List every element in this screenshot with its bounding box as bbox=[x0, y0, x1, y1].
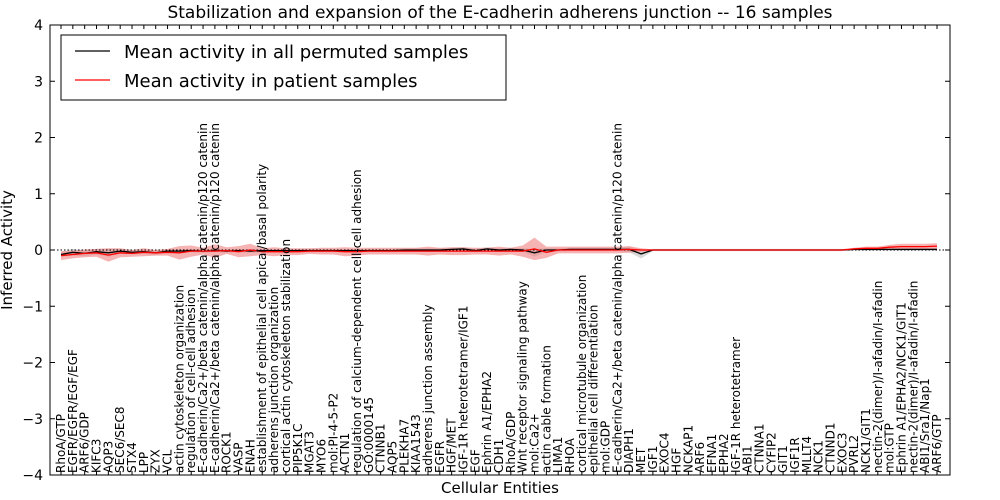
x-tick-label: RhoA/GTP bbox=[54, 414, 68, 473]
x-tick-label: IGF1 bbox=[646, 446, 660, 473]
legend: Mean activity in all permuted samples Me… bbox=[60, 34, 507, 101]
x-tick-label: NCKAP1 bbox=[681, 425, 695, 473]
x-tick-label: RhoA/GDP bbox=[504, 412, 518, 473]
x-tick-label: EGFR/EGFR/EGF/EGF bbox=[66, 349, 80, 473]
y-tick-label: −3 bbox=[22, 412, 43, 428]
x-tick-label: nectin-2(dimer)/I-afadin/I-afadin bbox=[871, 281, 885, 473]
x-tick-label: LIMA1 bbox=[551, 437, 565, 473]
x-tick-label: EPHA2 bbox=[717, 433, 731, 473]
x-tick-label: adherens junction assembly bbox=[421, 304, 435, 473]
y-axis-ticks: −4 −3 −2 −1 0 1 2 3 4 bbox=[22, 18, 950, 484]
legend-entry-permuted: Mean activity in all permuted samples bbox=[124, 42, 468, 63]
x-tick-label: regulation of cell-cell adhesion bbox=[184, 289, 198, 473]
x-tick-label: establishment of epithelial cell apical/… bbox=[255, 164, 269, 473]
x-tick-label: GIT1 bbox=[776, 445, 790, 473]
x-tick-label: MET bbox=[634, 447, 648, 473]
y-axis-label: Inferred Activity bbox=[0, 190, 16, 310]
x-tick-label: ROCK1 bbox=[220, 431, 234, 473]
x-tick-label: EGF bbox=[468, 449, 482, 473]
x-tick-label: E-cadherin/Ca2+/beta catenin/alpha caten… bbox=[208, 123, 222, 473]
series-lines bbox=[50, 245, 950, 257]
x-tick-label: mol:Ca2+ bbox=[528, 413, 542, 473]
x-tick-label: PIP5K1C bbox=[291, 423, 305, 473]
chart-title: Stabilization and expansion of the E-cad… bbox=[167, 3, 832, 23]
x-tick-label: CTNNA1 bbox=[752, 423, 766, 473]
x-tick-labels: RhoA/GTPEGFR/EGFR/EGF/EGFARF6/GDPKIFC3AQ… bbox=[54, 25, 944, 475]
x-tick-label: EFNA1 bbox=[705, 434, 719, 473]
x-tick-label: adherens junction organization bbox=[267, 287, 281, 473]
x-tick-label: Ephrin A1/EPHA2 bbox=[480, 371, 494, 473]
x-tick-label: EXOC4 bbox=[658, 433, 672, 474]
x-tick-label: KIFC3 bbox=[90, 439, 104, 473]
x-tick-label: GO:0000145 bbox=[362, 397, 376, 473]
x-tick-label: ABI1/Sra1/Nap1 bbox=[918, 378, 932, 473]
x-tick-label: ARF6/GTP bbox=[930, 414, 944, 473]
x-tick-label: cortical actin cytoskeleton stabilizatio… bbox=[279, 239, 293, 473]
x-tick-label: IGF-1R heterotetramer/IGF1 bbox=[457, 306, 471, 473]
x-tick-label: cortical microtubule organization bbox=[575, 275, 589, 473]
legend-box bbox=[60, 34, 507, 101]
x-tick-label: actin cytoskeleton organization bbox=[172, 285, 186, 473]
y-tick-label: −4 bbox=[22, 468, 43, 484]
x-tick-label: IGF1R bbox=[788, 437, 802, 473]
x-tick-label: PLEKHA7 bbox=[397, 419, 411, 473]
x-tick-label: ENAH bbox=[243, 439, 257, 473]
x-tick-label: Wnt receptor signaling pathway bbox=[516, 281, 530, 473]
x-tick-label: CTNNB1 bbox=[374, 423, 388, 473]
y-tick-label: −1 bbox=[22, 299, 43, 315]
x-tick-label: SEC6/SEC8 bbox=[113, 407, 127, 473]
x-tick-label: ARF6/GDP bbox=[78, 412, 92, 473]
x-tick-label: mol:PI-4-5-P2 bbox=[326, 393, 340, 473]
x-tick-label: NCK1 bbox=[812, 440, 826, 473]
x-tick-label: CTNND1 bbox=[824, 422, 838, 473]
x-tick-label: AQP5 bbox=[386, 441, 400, 473]
x-tick-label: E-cadherin/Ca2+/beta catenin/alpha caten… bbox=[610, 123, 624, 473]
x-tick-label: MGAT3 bbox=[303, 431, 317, 473]
y-tick-label: 2 bbox=[34, 131, 43, 147]
legend-entry-patient: Mean activity in patient samples bbox=[124, 71, 418, 92]
x-tick-label: STX4 bbox=[125, 442, 139, 473]
x-tick-label: ACTN1 bbox=[338, 433, 352, 473]
y-tick-label: 3 bbox=[34, 74, 43, 90]
x-tick-label: KIAA1543 bbox=[409, 414, 423, 473]
x-tick-label: MLLT4 bbox=[800, 436, 814, 473]
x-tick-label: NCK1/GIT1 bbox=[859, 408, 873, 473]
x-tick-label: epithelial cell differentiation bbox=[587, 305, 601, 473]
x-tick-label: CYFIP2 bbox=[764, 432, 778, 473]
x-tick-label: mol:GTP bbox=[883, 423, 897, 473]
x-tick-label: actin cable formation bbox=[539, 345, 553, 473]
x-tick-label: CDH1 bbox=[492, 439, 506, 473]
x-tick-label: HGF/MET bbox=[445, 418, 459, 473]
x-tick-label: IGF-1R heterotetramer bbox=[729, 337, 743, 473]
x-tick-label: Ephrin A1/EPHA2/NCK1/GIT1 bbox=[895, 302, 909, 473]
x-tick-label: nectin-2(dimer)/I-afadin/I-afadin bbox=[906, 281, 920, 473]
x-tick-label: LPP bbox=[137, 452, 151, 473]
y-tick-label: −2 bbox=[22, 356, 43, 372]
x-tick-label: VCL bbox=[161, 449, 175, 473]
x-tick-label: EGFR bbox=[433, 441, 447, 473]
x-tick-label: regulation of calcium-dependent cell-cel… bbox=[350, 169, 364, 473]
x-tick-label: DIAPH1 bbox=[622, 428, 636, 473]
x-tick-label: VASP bbox=[232, 442, 246, 473]
x-tick-label: mol:GDP bbox=[599, 421, 613, 473]
series-1-line bbox=[60, 245, 938, 257]
y-tick-label: 4 bbox=[34, 18, 43, 34]
x-tick-label: HGF bbox=[670, 448, 684, 473]
x-axis-label: Cellular Entities bbox=[441, 479, 559, 497]
y-tick-label: 0 bbox=[34, 243, 43, 259]
x-tick-label: ARF6 bbox=[693, 442, 707, 473]
x-tick-label: AQP3 bbox=[101, 441, 115, 473]
x-tick-label: E-cadherin/Ca2+/beta catenin/alpha caten… bbox=[196, 123, 210, 473]
x-tick-label: ABI1 bbox=[741, 445, 755, 473]
x-tick-label: PVRL2 bbox=[847, 435, 861, 473]
y-tick-label: 1 bbox=[34, 187, 43, 203]
x-tick-label: ZYX bbox=[149, 449, 163, 473]
x-tick-label: MYO6 bbox=[314, 439, 328, 473]
x-tick-label: EXOC3 bbox=[835, 433, 849, 474]
x-tick-label: RHOA bbox=[563, 437, 577, 473]
